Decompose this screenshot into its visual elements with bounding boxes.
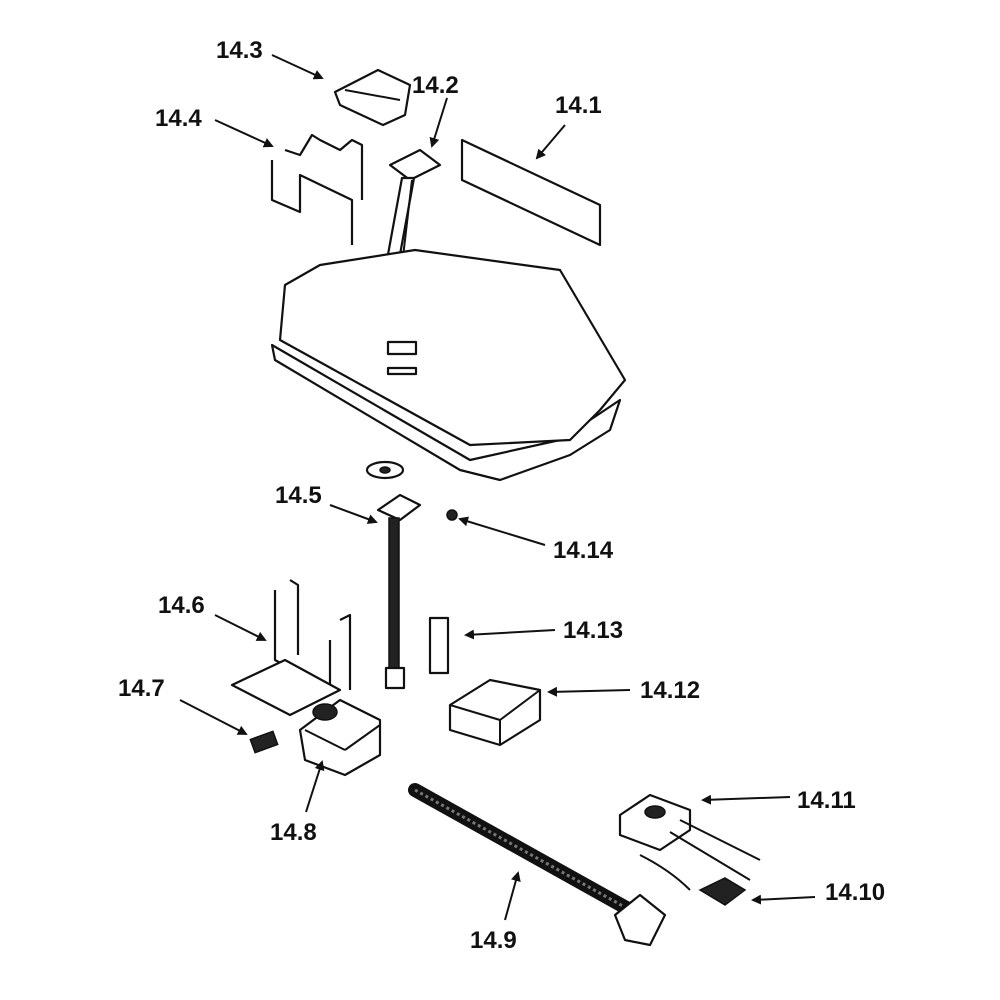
label-14-12: 14.12 bbox=[640, 677, 700, 704]
part-14-14-nut bbox=[446, 509, 458, 521]
part-14-7-fitting bbox=[249, 730, 279, 754]
part-14-11-receiver bbox=[618, 793, 761, 881]
part-gasket bbox=[365, 460, 405, 480]
part-14-5-pilot bbox=[376, 493, 422, 690]
label-14-9: 14.9 bbox=[470, 927, 517, 954]
part-14-3-bracket bbox=[333, 68, 412, 127]
label-14-11: 14.11 bbox=[797, 787, 856, 814]
part-14-12-control-box bbox=[448, 678, 542, 747]
part-14-8-valve bbox=[298, 698, 382, 777]
label-14-13: 14.13 bbox=[563, 617, 623, 644]
label-14-2: 14.2 bbox=[412, 72, 459, 99]
callout-arrows bbox=[179, 54, 816, 921]
label-14-4: 14.4 bbox=[155, 105, 202, 132]
label-14-14: 14.14 bbox=[553, 537, 614, 564]
part-14-1-panel bbox=[460, 138, 602, 247]
part-14-13-module bbox=[428, 616, 450, 675]
part-14-10-battery-pack bbox=[639, 854, 747, 906]
part-14-9-hose bbox=[408, 783, 667, 947]
label-14-3: 14.3 bbox=[216, 37, 263, 64]
part-14-6-bracket bbox=[230, 579, 352, 717]
part-14-4-bracket bbox=[270, 133, 364, 245]
label-14-6: 14.6 bbox=[158, 592, 205, 619]
part-burner-pan bbox=[270, 248, 627, 482]
label-14-10: 14.10 bbox=[825, 879, 885, 906]
label-14-8: 14.8 bbox=[270, 819, 317, 846]
label-14-5: 14.5 bbox=[275, 482, 322, 509]
label-14-1: 14.1 bbox=[555, 92, 602, 119]
label-14-7: 14.7 bbox=[118, 675, 165, 702]
